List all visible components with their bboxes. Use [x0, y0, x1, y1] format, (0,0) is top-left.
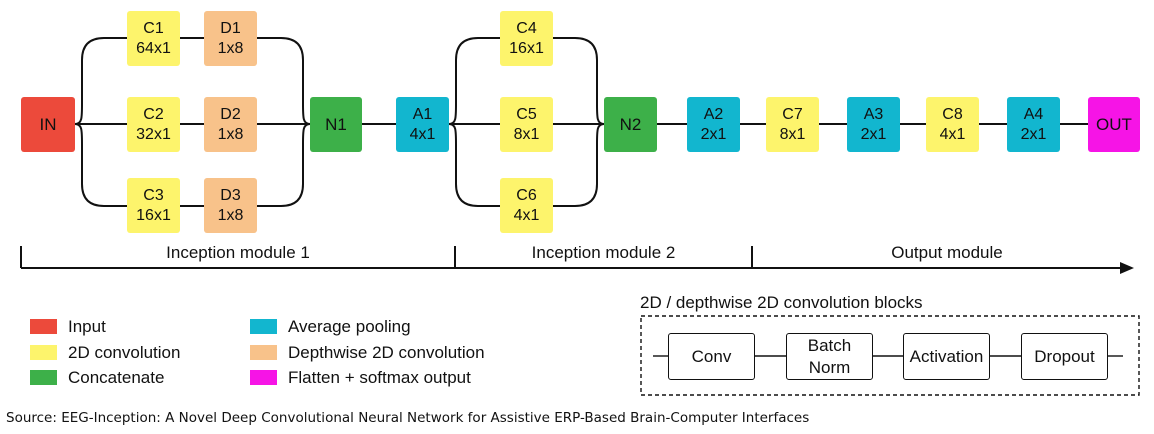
node-d1-size: 1x8: [217, 39, 244, 57]
node-c3-size: 16x1: [136, 206, 171, 224]
node-d2-label: D2: [220, 105, 241, 123]
node-c5: C5 8x1: [500, 97, 553, 152]
node-a3-size: 2x1: [860, 125, 887, 143]
node-d1: D1 1x8: [204, 11, 257, 66]
legend-label-conv2d: 2D convolution: [68, 343, 181, 362]
block-batchnorm-line1: Batch: [807, 335, 852, 355]
node-c1-label: C1: [143, 19, 164, 37]
block-dropout-label: Dropout: [1034, 346, 1095, 366]
edge-d1-merge: [257, 37, 311, 125]
legend-label-concat: Concatenate: [68, 368, 165, 387]
block-activation-label: Activation: [909, 346, 984, 366]
block-dropout: Dropout: [1021, 333, 1108, 380]
node-a3: A3 2x1: [847, 97, 900, 152]
node-c6-label: C6: [516, 186, 537, 204]
edge-in-fork-top: [74, 37, 127, 125]
node-a1: A1 4x1: [396, 97, 449, 152]
legend-label-output: Flatten + softmax output: [288, 368, 471, 387]
node-d2: D2 1x8: [204, 97, 257, 152]
node-in-label: IN: [39, 114, 57, 134]
source-caption: Source: EEG-Inception: A Novel Deep Conv…: [6, 410, 810, 426]
legend-swatch-avgpool: [250, 319, 277, 334]
node-a2-label: A2: [703, 105, 724, 123]
node-d1-label: D1: [220, 19, 241, 37]
node-out-label: OUT: [1096, 114, 1132, 134]
node-a3-label: A3: [863, 105, 884, 123]
node-n2-label: N2: [619, 114, 642, 134]
node-out: OUT: [1088, 97, 1140, 152]
node-c2: C2 32x1: [127, 97, 180, 152]
module-label-3: Output module: [891, 243, 1003, 262]
node-c8: C8 4x1: [926, 97, 979, 152]
node-c7-label: C7: [782, 105, 803, 123]
node-a2-size: 2x1: [700, 125, 727, 143]
node-d3-label: D3: [220, 186, 241, 204]
edge-c4-merge: [553, 37, 605, 125]
node-d3-size: 1x8: [217, 206, 244, 224]
node-n1: N1: [310, 97, 362, 152]
legend-swatch-conv2d: [30, 345, 57, 360]
node-c7-size: 8x1: [779, 125, 806, 143]
node-n1-label: N1: [325, 114, 347, 134]
node-c6: C6 4x1: [500, 178, 553, 233]
node-d3: D3 1x8: [204, 178, 257, 233]
legend-swatch-concat: [30, 370, 57, 385]
block-batchnorm: Batch Norm: [786, 333, 873, 380]
timeline-arrowhead: [1120, 262, 1134, 274]
legend-swatch-depthwise: [250, 345, 277, 360]
node-c1: C1 64x1: [127, 11, 180, 66]
edge-a1-fork-bottom: [448, 123, 500, 207]
node-a1-label: A1: [412, 105, 433, 123]
block-conv-label: Conv: [691, 346, 732, 366]
node-c5-label: C5: [516, 105, 537, 123]
node-c4-size: 16x1: [509, 39, 544, 57]
node-c2-label: C2: [143, 105, 164, 123]
node-c2-size: 32x1: [136, 125, 171, 143]
node-in: IN: [21, 97, 75, 152]
node-c4: C4 16x1: [500, 11, 553, 66]
edge-c6-merge: [553, 123, 605, 207]
node-c4-label: C4: [516, 19, 537, 37]
conv-block-title: 2D / depthwise 2D convolution blocks: [640, 293, 923, 312]
node-c6-size: 4x1: [513, 206, 540, 224]
block-conv: Conv: [668, 333, 755, 380]
node-a4: A4 2x1: [1007, 97, 1060, 152]
block-batchnorm-line2: Norm: [808, 357, 851, 377]
legend-swatch-input: [30, 319, 57, 334]
node-c8-size: 4x1: [939, 125, 966, 143]
node-c1-size: 64x1: [136, 39, 171, 57]
node-c7: C7 8x1: [766, 97, 819, 152]
legend-label-avgpool: Average pooling: [288, 317, 411, 336]
module-label-2: Inception module 2: [531, 243, 676, 262]
legend-label-input: Input: [68, 317, 106, 336]
module-label-1: Inception module 1: [166, 243, 310, 262]
node-a2: A2 2x1: [687, 97, 740, 152]
node-c3: C3 16x1: [127, 178, 180, 233]
node-a4-size: 2x1: [1020, 125, 1047, 143]
node-a4-label: A4: [1023, 105, 1044, 123]
node-d2-size: 1x8: [217, 125, 244, 143]
legend-label-depthwise: Depthwise 2D convolution: [288, 343, 485, 362]
legend-swatch-output: [250, 370, 277, 385]
edge-d3-merge: [257, 123, 311, 207]
node-c5-size: 8x1: [513, 125, 540, 143]
conv-block-frame: [640, 315, 1140, 396]
node-n2: N2: [604, 97, 657, 152]
node-c8-label: C8: [942, 105, 963, 123]
edge-a1-fork-top: [448, 37, 500, 125]
node-a1-size: 4x1: [409, 125, 436, 143]
edge-in-fork-bottom: [74, 123, 127, 207]
block-activation: Activation: [903, 333, 990, 380]
node-c3-label: C3: [143, 186, 164, 204]
